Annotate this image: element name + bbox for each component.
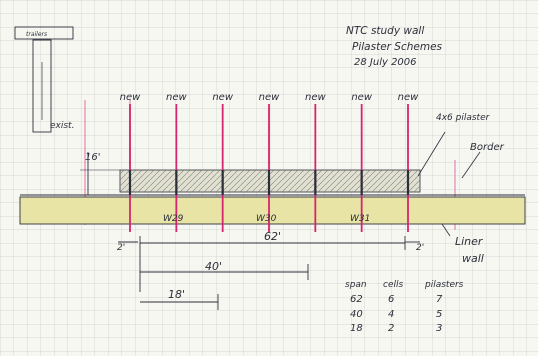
wall-marker-w30: W30 bbox=[256, 214, 277, 224]
table-cell: 40 bbox=[350, 309, 363, 320]
table-cell: 7 bbox=[436, 294, 443, 305]
liner-callout-leader bbox=[441, 223, 451, 237]
table-cell: 18 bbox=[350, 323, 363, 334]
new-pilaster-label: new bbox=[351, 92, 372, 103]
new-pilaster-label: new bbox=[259, 92, 280, 103]
new-pilaster-label: new bbox=[305, 92, 326, 103]
liner-callout-line2: wall bbox=[462, 252, 484, 265]
wall-marker-w31: W31 bbox=[350, 214, 370, 224]
table-cell: 2 bbox=[388, 323, 394, 334]
existing-label: exist. bbox=[50, 121, 74, 131]
callouts: 4x6 pilaster Border Liner wall bbox=[417, 113, 505, 265]
header: NTC study wall Pilaster Schemes 28 July … bbox=[346, 25, 443, 68]
title-line2: Pilaster Schemes bbox=[352, 41, 443, 53]
table-cell: 6 bbox=[388, 294, 394, 305]
table-cell: 62 bbox=[350, 294, 363, 305]
pilaster-callout-leader bbox=[417, 131, 446, 177]
dim-span-total-label: 62' bbox=[264, 230, 281, 243]
title-date: 28 July 2006 bbox=[354, 57, 417, 68]
new-pilaster-label: new bbox=[398, 92, 419, 103]
pilaster-callout-line1: 4x6 pilaster bbox=[436, 113, 491, 123]
table-header-pilasters: pilasters bbox=[424, 280, 464, 290]
wall-marker-w29: W29 bbox=[163, 214, 184, 224]
dimension-lines bbox=[118, 236, 420, 310]
dimension-labels: 2' 62' 2' 40' 18' bbox=[117, 230, 424, 301]
border-callout: Border bbox=[470, 142, 505, 153]
new-pilaster-label: new bbox=[166, 92, 187, 103]
corner-sketch: trailers bbox=[14, 26, 74, 133]
corner-note: trailers bbox=[26, 31, 47, 38]
table-header-cells: cells bbox=[383, 280, 403, 290]
table-cell: 4 bbox=[388, 309, 394, 320]
table-cell: 3 bbox=[436, 323, 442, 334]
table-header-span: span bbox=[345, 280, 367, 290]
height-dim-label: 16' bbox=[85, 152, 100, 163]
dim-span-short-label: 18' bbox=[168, 288, 185, 301]
height-dimension: exist. 16' bbox=[50, 121, 120, 195]
dim-right-edge-label: 2' bbox=[416, 243, 424, 253]
liner-callout-line1: Liner bbox=[455, 235, 484, 248]
new-pilasters: new new new new new new new bbox=[120, 92, 419, 232]
new-pilaster-label: new bbox=[212, 92, 233, 103]
title-line1: NTC study wall bbox=[346, 25, 424, 37]
table-cell: 5 bbox=[436, 309, 442, 320]
dim-span-mid-label: 40' bbox=[205, 260, 222, 273]
dim-left-edge-label: 2' bbox=[117, 243, 125, 253]
border-callout-leader bbox=[461, 151, 481, 179]
new-pilaster-label: new bbox=[120, 92, 141, 103]
scheme-table: span cells pilasters 62 6 7 40 4 5 18 2 … bbox=[345, 280, 464, 334]
wall-body bbox=[19, 169, 526, 225]
wall-markers: W29 W30 W31 bbox=[163, 214, 370, 224]
